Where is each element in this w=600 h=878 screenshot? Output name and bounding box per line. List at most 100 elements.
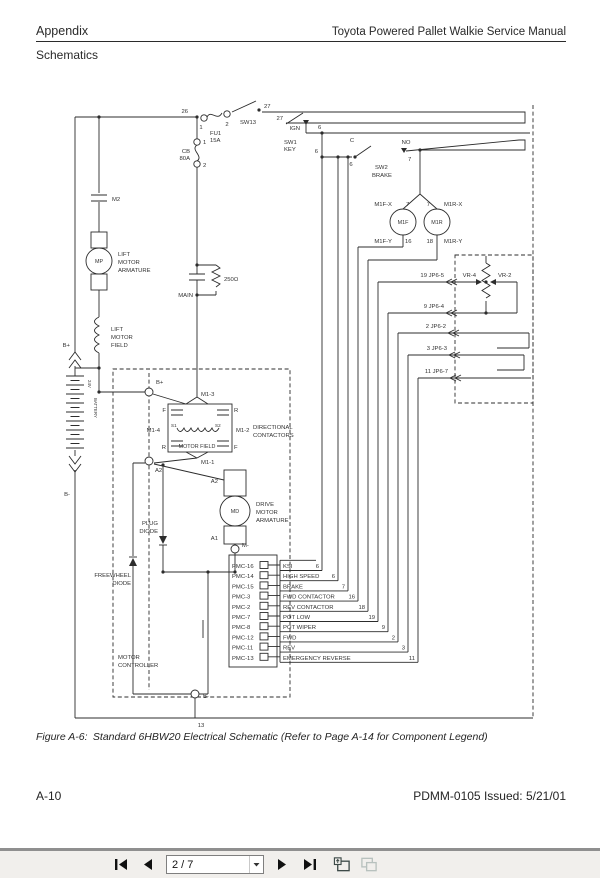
- m1rx-label: M1R-X: [444, 202, 462, 208]
- m2-label: M2: [112, 197, 120, 203]
- bplus-terminal-label: B+: [156, 380, 164, 386]
- sw2-no-label: NO: [402, 140, 411, 146]
- cb-terminal-1-label: 1: [203, 140, 206, 146]
- previous-page-button[interactable]: [139, 857, 157, 873]
- lift-motor-brush-top: [90, 231, 108, 249]
- m1fx-label: M1F-X: [374, 202, 392, 208]
- m1r-label: M1R: [431, 220, 442, 226]
- m1f-coil: [389, 208, 417, 236]
- page-indicator-combo[interactable]: 2 / 7: [166, 855, 264, 874]
- pmc-signal: KSI: [283, 564, 293, 570]
- coil-16-label: 16: [405, 239, 412, 245]
- cb-terminal-1: [193, 138, 201, 146]
- pmc-signal: POT LOW: [283, 615, 310, 621]
- jp6-7-label: 11 JP6-7: [425, 369, 448, 375]
- battery-name-label: BATTERY: [93, 398, 98, 418]
- bminus-terminal: [190, 689, 200, 699]
- duplicate-page-icon: [361, 857, 377, 872]
- lift-field-label-3: FIELD: [111, 343, 128, 349]
- sw2-wire-7: 7: [408, 157, 411, 163]
- footer-page-number: A-10: [36, 789, 62, 803]
- last-page-icon: [303, 859, 316, 870]
- pmc-pin: PMC-3: [232, 595, 251, 601]
- first-page-button[interactable]: [112, 857, 130, 873]
- pmc-wire: 16: [348, 595, 355, 601]
- coil-18-label: 18: [426, 239, 433, 245]
- next-page-icon: [278, 859, 286, 870]
- header-manual-title: Toyota Powered Pallet Walkie Service Man…: [331, 26, 566, 38]
- header-section-title: Appendix: [36, 24, 89, 38]
- fuse-terminal-1: [200, 114, 208, 122]
- pmc-signal: REV CONTACTOR: [283, 605, 334, 611]
- drive-motor-label-3: ARMATURE: [256, 518, 289, 524]
- sw2-label: SW2: [375, 165, 388, 171]
- header-rule: [36, 41, 566, 42]
- m-minus-label: M-: [242, 543, 249, 549]
- a2-terminal: [144, 456, 154, 466]
- page-header: Appendix Toyota Powered Pallet Walkie Se…: [36, 24, 566, 62]
- sw2-wire-6-left: 6: [315, 149, 319, 155]
- sw2-no-contact-arrow: [401, 148, 407, 153]
- pmc-wire: 9: [382, 625, 385, 631]
- m1-3-label: M1-3: [201, 392, 215, 398]
- pmc-wire: 19: [368, 615, 375, 621]
- fu1-label: FU1: [210, 131, 221, 137]
- contact-r-tr: R: [234, 408, 238, 414]
- pop-out-page-icon: [333, 857, 350, 872]
- battery-bplus-label: B+: [63, 343, 71, 349]
- vr4-wiper-arrow: [476, 279, 482, 285]
- m1r-coil: [423, 208, 451, 236]
- viewer-toolbar: 2 / 7: [0, 848, 600, 878]
- pmc-pin: PMC-2: [232, 605, 250, 611]
- duplicate-page-button[interactable]: [360, 857, 378, 873]
- vr2-wiper-arrow: [490, 279, 496, 285]
- battery-symbol: [66, 375, 84, 449]
- battery-volts-label: 24V: [87, 380, 92, 388]
- ign-wire-6: 6: [318, 125, 322, 131]
- component-symbols: [66, 108, 496, 699]
- dropdown-arrow-icon: [253, 863, 260, 867]
- vr2-label: VR-2: [498, 273, 511, 279]
- figure-caption: Figure A-6: Standard 6HBW20 Electrical S…: [36, 731, 488, 743]
- motor-controller-dashed-box: [112, 368, 291, 698]
- header-subsection: Schematics: [36, 48, 99, 62]
- pmc-signal: POT WIPER: [283, 625, 316, 631]
- motor-controller-label-2: CONTROLLER: [118, 663, 158, 669]
- sw13-contact: [257, 108, 261, 112]
- footer-doc-info: PDMM-0105 Issued: 5/21/01: [413, 789, 566, 803]
- sw1-label: SW1: [284, 140, 297, 146]
- pmc-pin: PMC-11: [232, 646, 253, 652]
- figure-caption-text: Standard 6HBW20 Electrical Schematic (Re…: [92, 731, 488, 743]
- wires: [68, 100, 533, 719]
- m-minus-terminal: [230, 544, 240, 554]
- freewheel-diode-label-1: FREEWHEEL: [94, 573, 131, 579]
- combo-dropdown-arrow[interactable]: [249, 856, 263, 873]
- bplus-terminal: [144, 387, 154, 397]
- cb-label: CB: [182, 149, 190, 155]
- resistor-value: 250Ω: [224, 277, 239, 283]
- figure-caption-label: Figure A-6:: [36, 731, 88, 743]
- sw1-label-2: KEY: [284, 147, 296, 153]
- pmc-pin: PMC-15: [232, 584, 254, 590]
- next-page-button[interactable]: [273, 857, 291, 873]
- sw2-wire-6-c: 6: [349, 162, 353, 168]
- contact-r-bl: R: [162, 445, 166, 451]
- drive-a2-label: A2: [211, 479, 218, 485]
- coil-7r-label: 7: [427, 202, 430, 208]
- junction-dots: [97, 115, 488, 574]
- a2-terminal-label: A2: [155, 468, 162, 474]
- pop-out-page-button[interactable]: [333, 857, 351, 873]
- pmc-pin: PMC-12: [232, 635, 254, 641]
- wire-27-sw1: 27: [276, 116, 283, 122]
- contact-f-br: F: [234, 445, 238, 451]
- pmc-wire: 2: [392, 635, 395, 641]
- pmc-signal: FWD CONTACTOR: [283, 595, 335, 601]
- last-page-button[interactable]: [300, 857, 318, 873]
- drive-motor-label-1: DRIVE: [256, 502, 274, 508]
- s1-label: S1: [171, 423, 177, 428]
- sw1-contact-arrow: [303, 120, 309, 125]
- lift-field-label-1: LIFT: [111, 327, 124, 333]
- pmc-wire: 18: [358, 605, 365, 611]
- plug-diode-symbol: [159, 536, 167, 546]
- pmc-pin: PMC-14: [232, 574, 254, 580]
